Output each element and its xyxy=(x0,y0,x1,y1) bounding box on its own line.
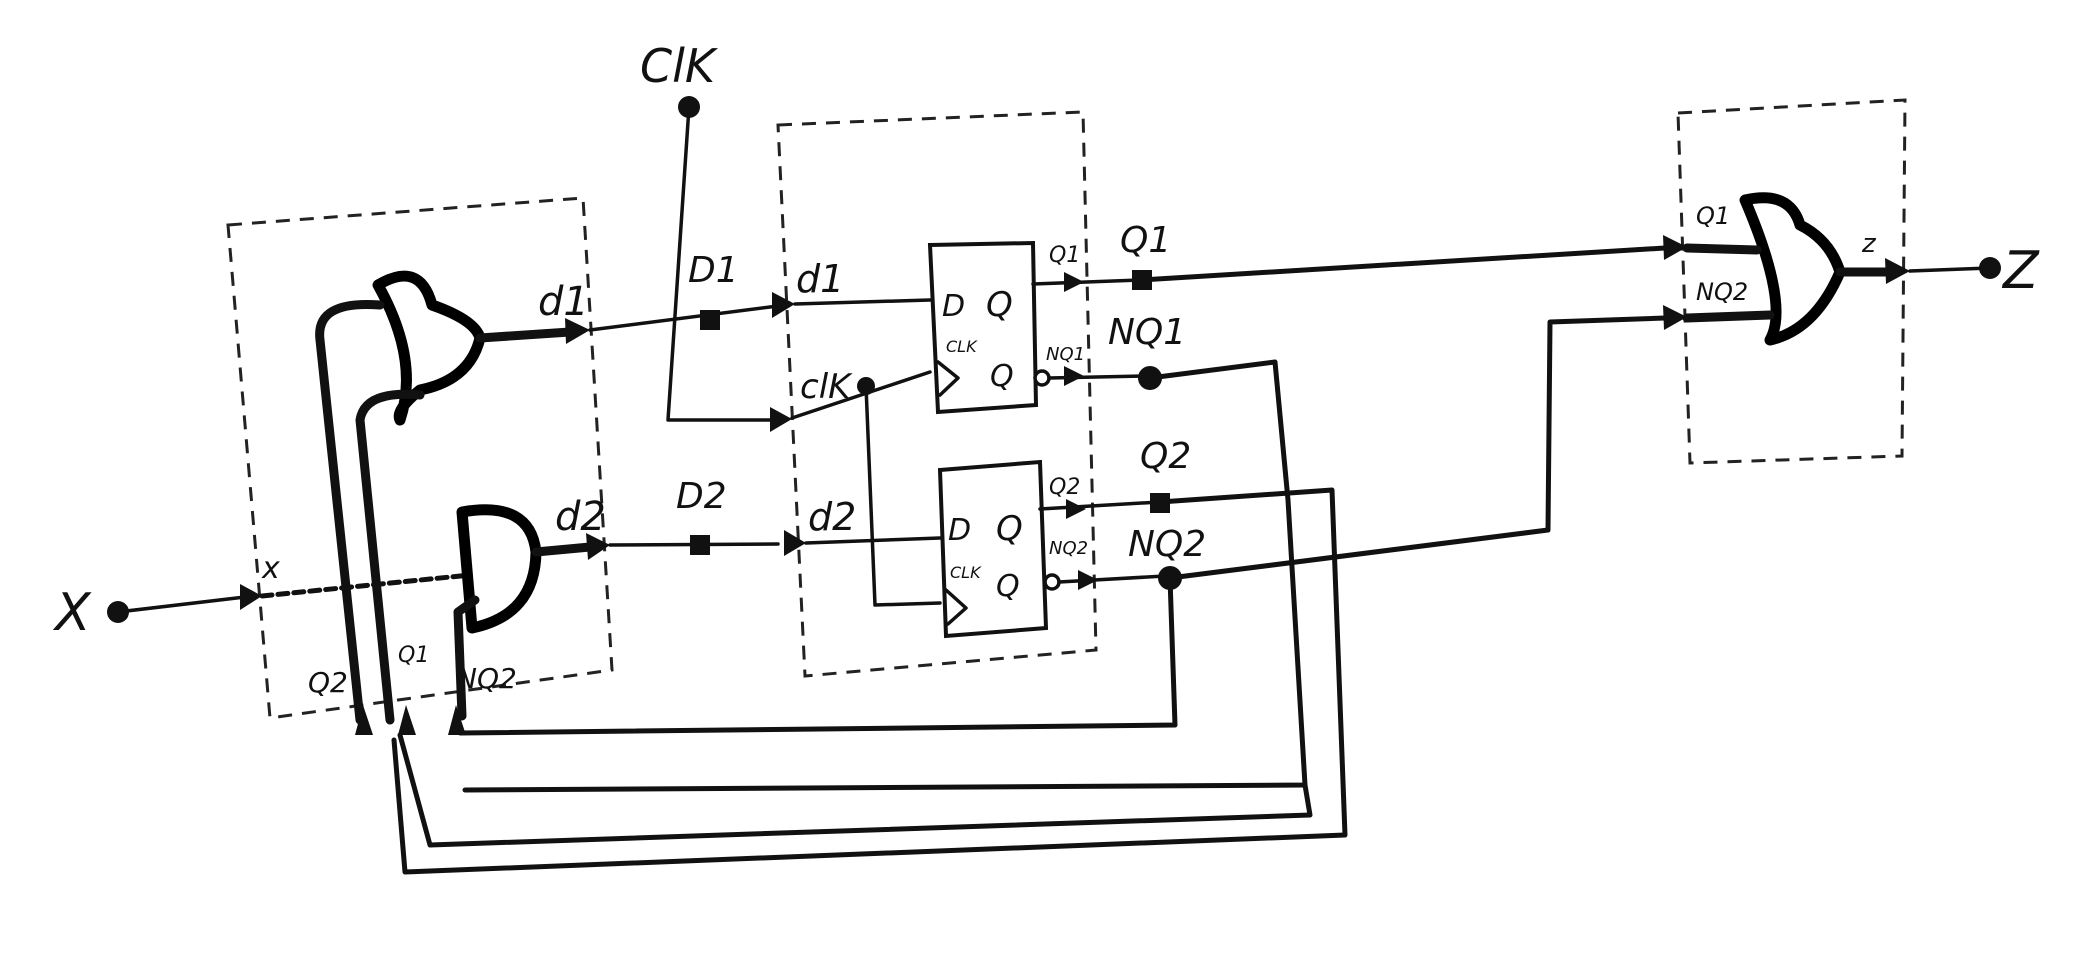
D1-line xyxy=(588,304,780,332)
ff2-nq-out-label: NQ2 xyxy=(1049,538,1088,559)
or-gate-z xyxy=(1739,192,1846,346)
Q1-to-output-wire xyxy=(1137,245,1668,283)
clk-wire xyxy=(666,105,772,422)
ff1-d-arrow-icon xyxy=(772,292,795,318)
ff2-q-wire xyxy=(1038,500,1162,511)
NQ1-feedback-wire xyxy=(462,359,1308,793)
ff1-clock-triangle-icon xyxy=(936,360,960,397)
D1-probe-label: D1 xyxy=(688,250,739,291)
q2-in-arrow-icon xyxy=(355,705,373,735)
d1-output-wire xyxy=(475,327,575,343)
NQ2-probe-label: NQ2 xyxy=(1128,524,1206,565)
x-input-label: X xyxy=(52,583,92,643)
ff1-clk-pin-label: CLK xyxy=(946,337,978,356)
and-gate-d2 xyxy=(456,504,542,634)
z-arrow-icon xyxy=(1885,258,1910,284)
D2-probe-marker xyxy=(690,535,710,555)
clk-arrow-icon xyxy=(770,407,792,432)
comb-nq2-label: NQ2 xyxy=(456,662,517,695)
ff2-q-arrow-icon xyxy=(1066,499,1086,519)
NQ2-to-output-wire xyxy=(1167,315,1668,581)
x-arrow-icon xyxy=(240,584,262,610)
x-input-wire xyxy=(116,595,247,614)
state-register-boundary xyxy=(776,110,1098,678)
Q1-feedback-wire xyxy=(397,732,1313,848)
ff2-nq-pin-label: Q xyxy=(996,569,1020,604)
NQ1-probe-label: NQ1 xyxy=(1108,312,1186,353)
out-nq2-pin-label: NQ2 xyxy=(1696,278,1748,306)
out-q1-pin-label: Q1 xyxy=(1696,202,1730,230)
ff1-nq-pin-label: Q xyxy=(990,359,1014,394)
z-output-label: Z xyxy=(2001,241,2040,301)
x-to-and-wire xyxy=(259,572,473,599)
ff1-q-arrow-icon xyxy=(1064,272,1084,292)
ff2-nq-wire xyxy=(1057,574,1167,584)
ff1-d-wire xyxy=(793,298,932,306)
ff2-d-wire xyxy=(804,536,942,545)
x-port-label: x xyxy=(261,551,280,586)
ff2-q-pin-label: Q xyxy=(996,509,1023,549)
d2-port-label: d2 xyxy=(555,494,606,540)
ff2-inversion-bubble-icon xyxy=(1043,573,1061,591)
next-state-logic-boundary xyxy=(226,196,614,720)
z-out-line xyxy=(1908,266,1992,273)
d2-output-wire xyxy=(531,542,595,557)
flip-flop-1 xyxy=(927,240,1039,415)
ff1-inversion-bubble-icon xyxy=(1033,369,1051,387)
ff1-nq-arrow-icon xyxy=(1064,366,1084,386)
ff1-nq-out-label: NQ1 xyxy=(1046,344,1085,365)
comb-q1-label: Q1 xyxy=(398,643,429,668)
clk-input-label: ClK xyxy=(640,39,719,93)
nq2-in-arrow-icon xyxy=(448,705,466,735)
ff1-d-pin-label: D xyxy=(942,289,965,324)
ff1-nq-wire xyxy=(1047,374,1147,380)
q2-feedback-or-wire xyxy=(315,299,385,725)
ff1-d-port-label: d1 xyxy=(796,257,844,301)
ff2-nq-arrow-icon xyxy=(1078,570,1098,590)
ff2-clock-triangle-icon xyxy=(944,588,968,626)
ff-clk-port-label: clK xyxy=(800,367,853,407)
nq2-feedback-and-wire xyxy=(453,595,480,721)
or-gate-d1 xyxy=(372,270,486,426)
d2-arrow-icon xyxy=(586,533,610,560)
q1-in-arrow-icon xyxy=(398,705,416,735)
or-z-in1-wire xyxy=(1682,243,1762,255)
q1-feedback-or-wire xyxy=(355,389,425,725)
Q1-probe-label: Q1 xyxy=(1120,220,1171,261)
ff2-clk-pin-label: CLK xyxy=(950,563,982,582)
out-z-pin-label: z xyxy=(1861,229,1877,259)
ff1-q-pin-label: Q xyxy=(986,285,1013,325)
clk-ff1-wire xyxy=(790,370,932,420)
Q2-feedback-wire xyxy=(391,487,1348,875)
NQ2-feedback-wire xyxy=(457,575,1178,736)
out-q1-arrow-icon xyxy=(1663,235,1687,260)
z-output-terminal xyxy=(1979,257,2001,279)
D1-probe-marker xyxy=(700,310,720,330)
output-logic-boundary xyxy=(1676,98,1907,465)
ff1-q-out-label: Q1 xyxy=(1049,243,1080,268)
d1-arrow-icon xyxy=(565,318,590,344)
d1-port-label: d1 xyxy=(538,279,589,325)
flip-flop-2 xyxy=(937,459,1049,639)
comb-q2-label: Q2 xyxy=(308,666,348,699)
ff2-q-out-label: Q2 xyxy=(1049,475,1080,500)
or-z-in2-wire xyxy=(1682,310,1775,323)
ff1-q-wire xyxy=(1031,278,1142,286)
ff2-d-arrow-icon xyxy=(784,530,806,556)
clk-ff2-wire xyxy=(864,384,942,607)
D2-probe-label: D2 xyxy=(676,476,727,517)
ff2-d-port-label: d2 xyxy=(808,495,856,539)
Q2-probe-label: Q2 xyxy=(1140,436,1191,477)
out-nq2-arrow-icon xyxy=(1663,305,1687,330)
ff2-d-pin-label: D xyxy=(948,513,971,548)
